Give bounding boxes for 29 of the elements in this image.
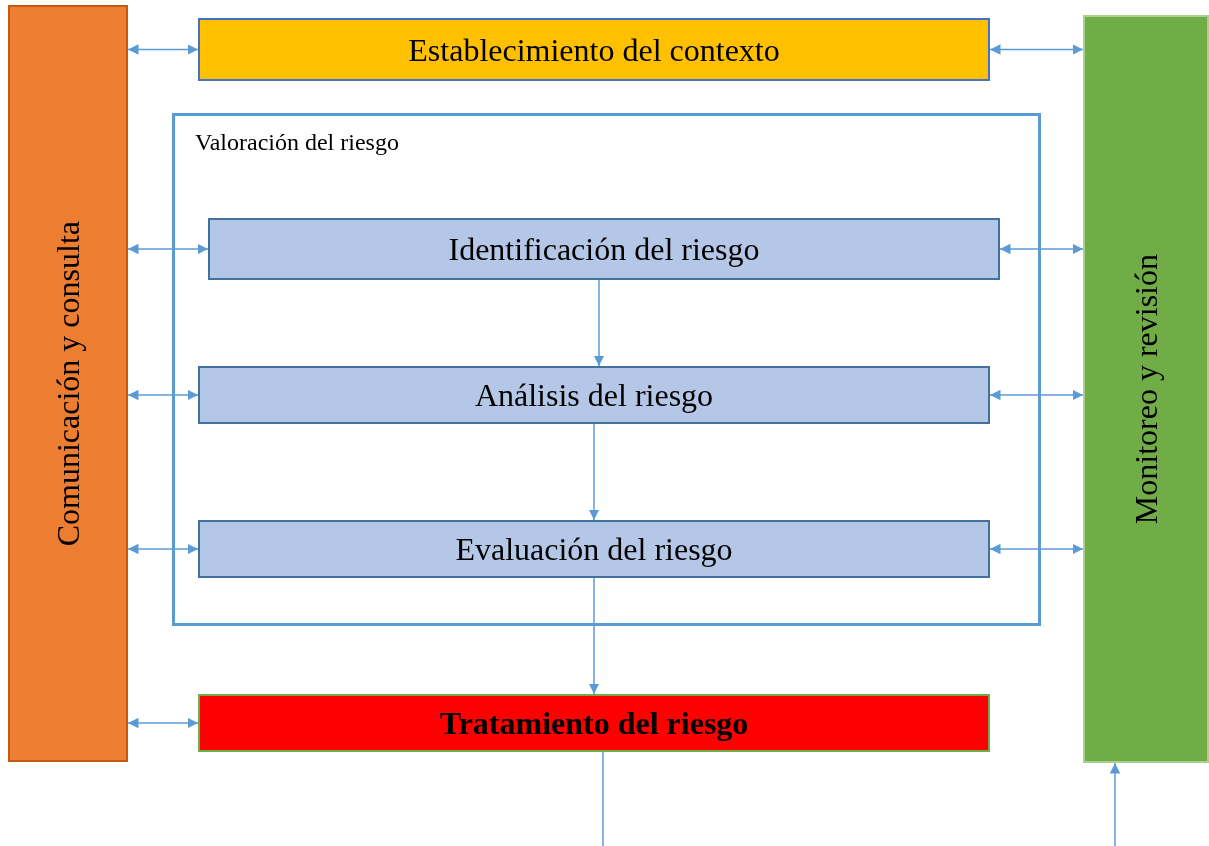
box-label: Valoración del riesgo: [195, 130, 399, 154]
side-bar: [1083, 15, 1209, 763]
box-label: Comunicación y consulta: [52, 220, 84, 547]
process-box: [198, 366, 990, 424]
box-label: Análisis del riesgo: [474, 379, 714, 411]
box-label: Identificación del riesgo: [448, 233, 760, 265]
group-frame: [172, 113, 1041, 626]
process-box: [198, 694, 990, 752]
process-box: [208, 218, 1000, 280]
arrow: [593, 279, 605, 367]
box-label: Monitoreo y revisión: [1130, 253, 1162, 525]
arrow: [1109, 762, 1121, 846]
arrow: [999, 243, 1084, 255]
process-box: [198, 520, 990, 578]
arrow: [127, 243, 209, 255]
box-label: Evaluación del riesgo: [455, 533, 733, 565]
side-bar: [8, 5, 128, 762]
arrow: [989, 389, 1084, 401]
box-label: Establecimiento del contexto: [408, 33, 780, 66]
arrow: [989, 44, 1084, 55]
box-label: Tratamiento del riesgo: [439, 707, 749, 739]
arrow: [127, 44, 199, 55]
process-box: [198, 18, 990, 81]
arrow: [588, 423, 600, 521]
arrow: [127, 717, 199, 729]
arrow: [588, 577, 600, 695]
arrow: [127, 389, 199, 401]
arrow: [989, 543, 1084, 555]
arrow: [127, 543, 199, 555]
